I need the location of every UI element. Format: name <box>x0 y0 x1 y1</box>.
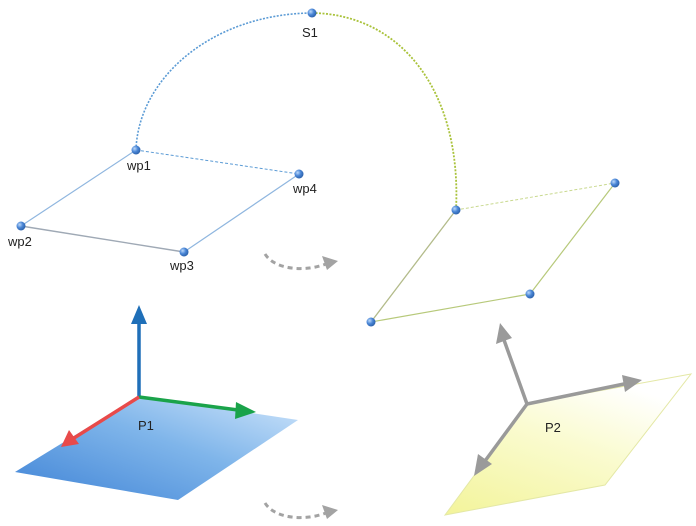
p1-axis-y-arrow <box>61 395 140 447</box>
arc-blue-segment <box>135 12 313 151</box>
arc-green-segment <box>311 12 458 211</box>
edge-r3-r2 <box>370 293 531 323</box>
p1-axis-z-arrow <box>131 305 147 397</box>
label-wp2: wp2 <box>7 234 32 249</box>
label-wp3: wp3 <box>169 258 194 273</box>
point-wp1 <box>131 145 141 155</box>
point-r1 <box>451 205 461 215</box>
label-wp4: wp4 <box>292 181 317 196</box>
edge-r2-r1 <box>370 209 457 323</box>
p2-axis-down-arrow <box>474 402 529 476</box>
edge-wp4-wp3 <box>183 173 300 253</box>
point-r4 <box>610 178 620 188</box>
edge-r4-r3 <box>529 182 616 295</box>
point-wp4 <box>294 169 304 179</box>
transition-arrow-top <box>263 253 338 271</box>
p2-axis-right-arrow <box>526 375 642 406</box>
edge-wp2-wp1 <box>20 149 137 227</box>
transition-arrow-bottom <box>263 502 338 520</box>
label-p1: P1 <box>138 418 154 433</box>
point-r2 <box>366 317 376 327</box>
edge-r1-r4 <box>455 182 616 211</box>
p2-axis-up-arrow <box>496 323 529 405</box>
label-p2: P2 <box>545 420 561 435</box>
point-s1 <box>307 8 317 18</box>
label-s1: S1 <box>302 25 318 40</box>
plane-p1 <box>15 396 298 500</box>
edge-wp3-wp2 <box>20 225 185 253</box>
label-wp1: wp1 <box>126 158 151 173</box>
point-wp2 <box>16 221 26 231</box>
point-wp3 <box>179 247 189 257</box>
point-r3 <box>525 289 535 299</box>
p1-axis-x-arrow <box>138 395 256 419</box>
edge-wp1-wp4 <box>135 149 300 175</box>
